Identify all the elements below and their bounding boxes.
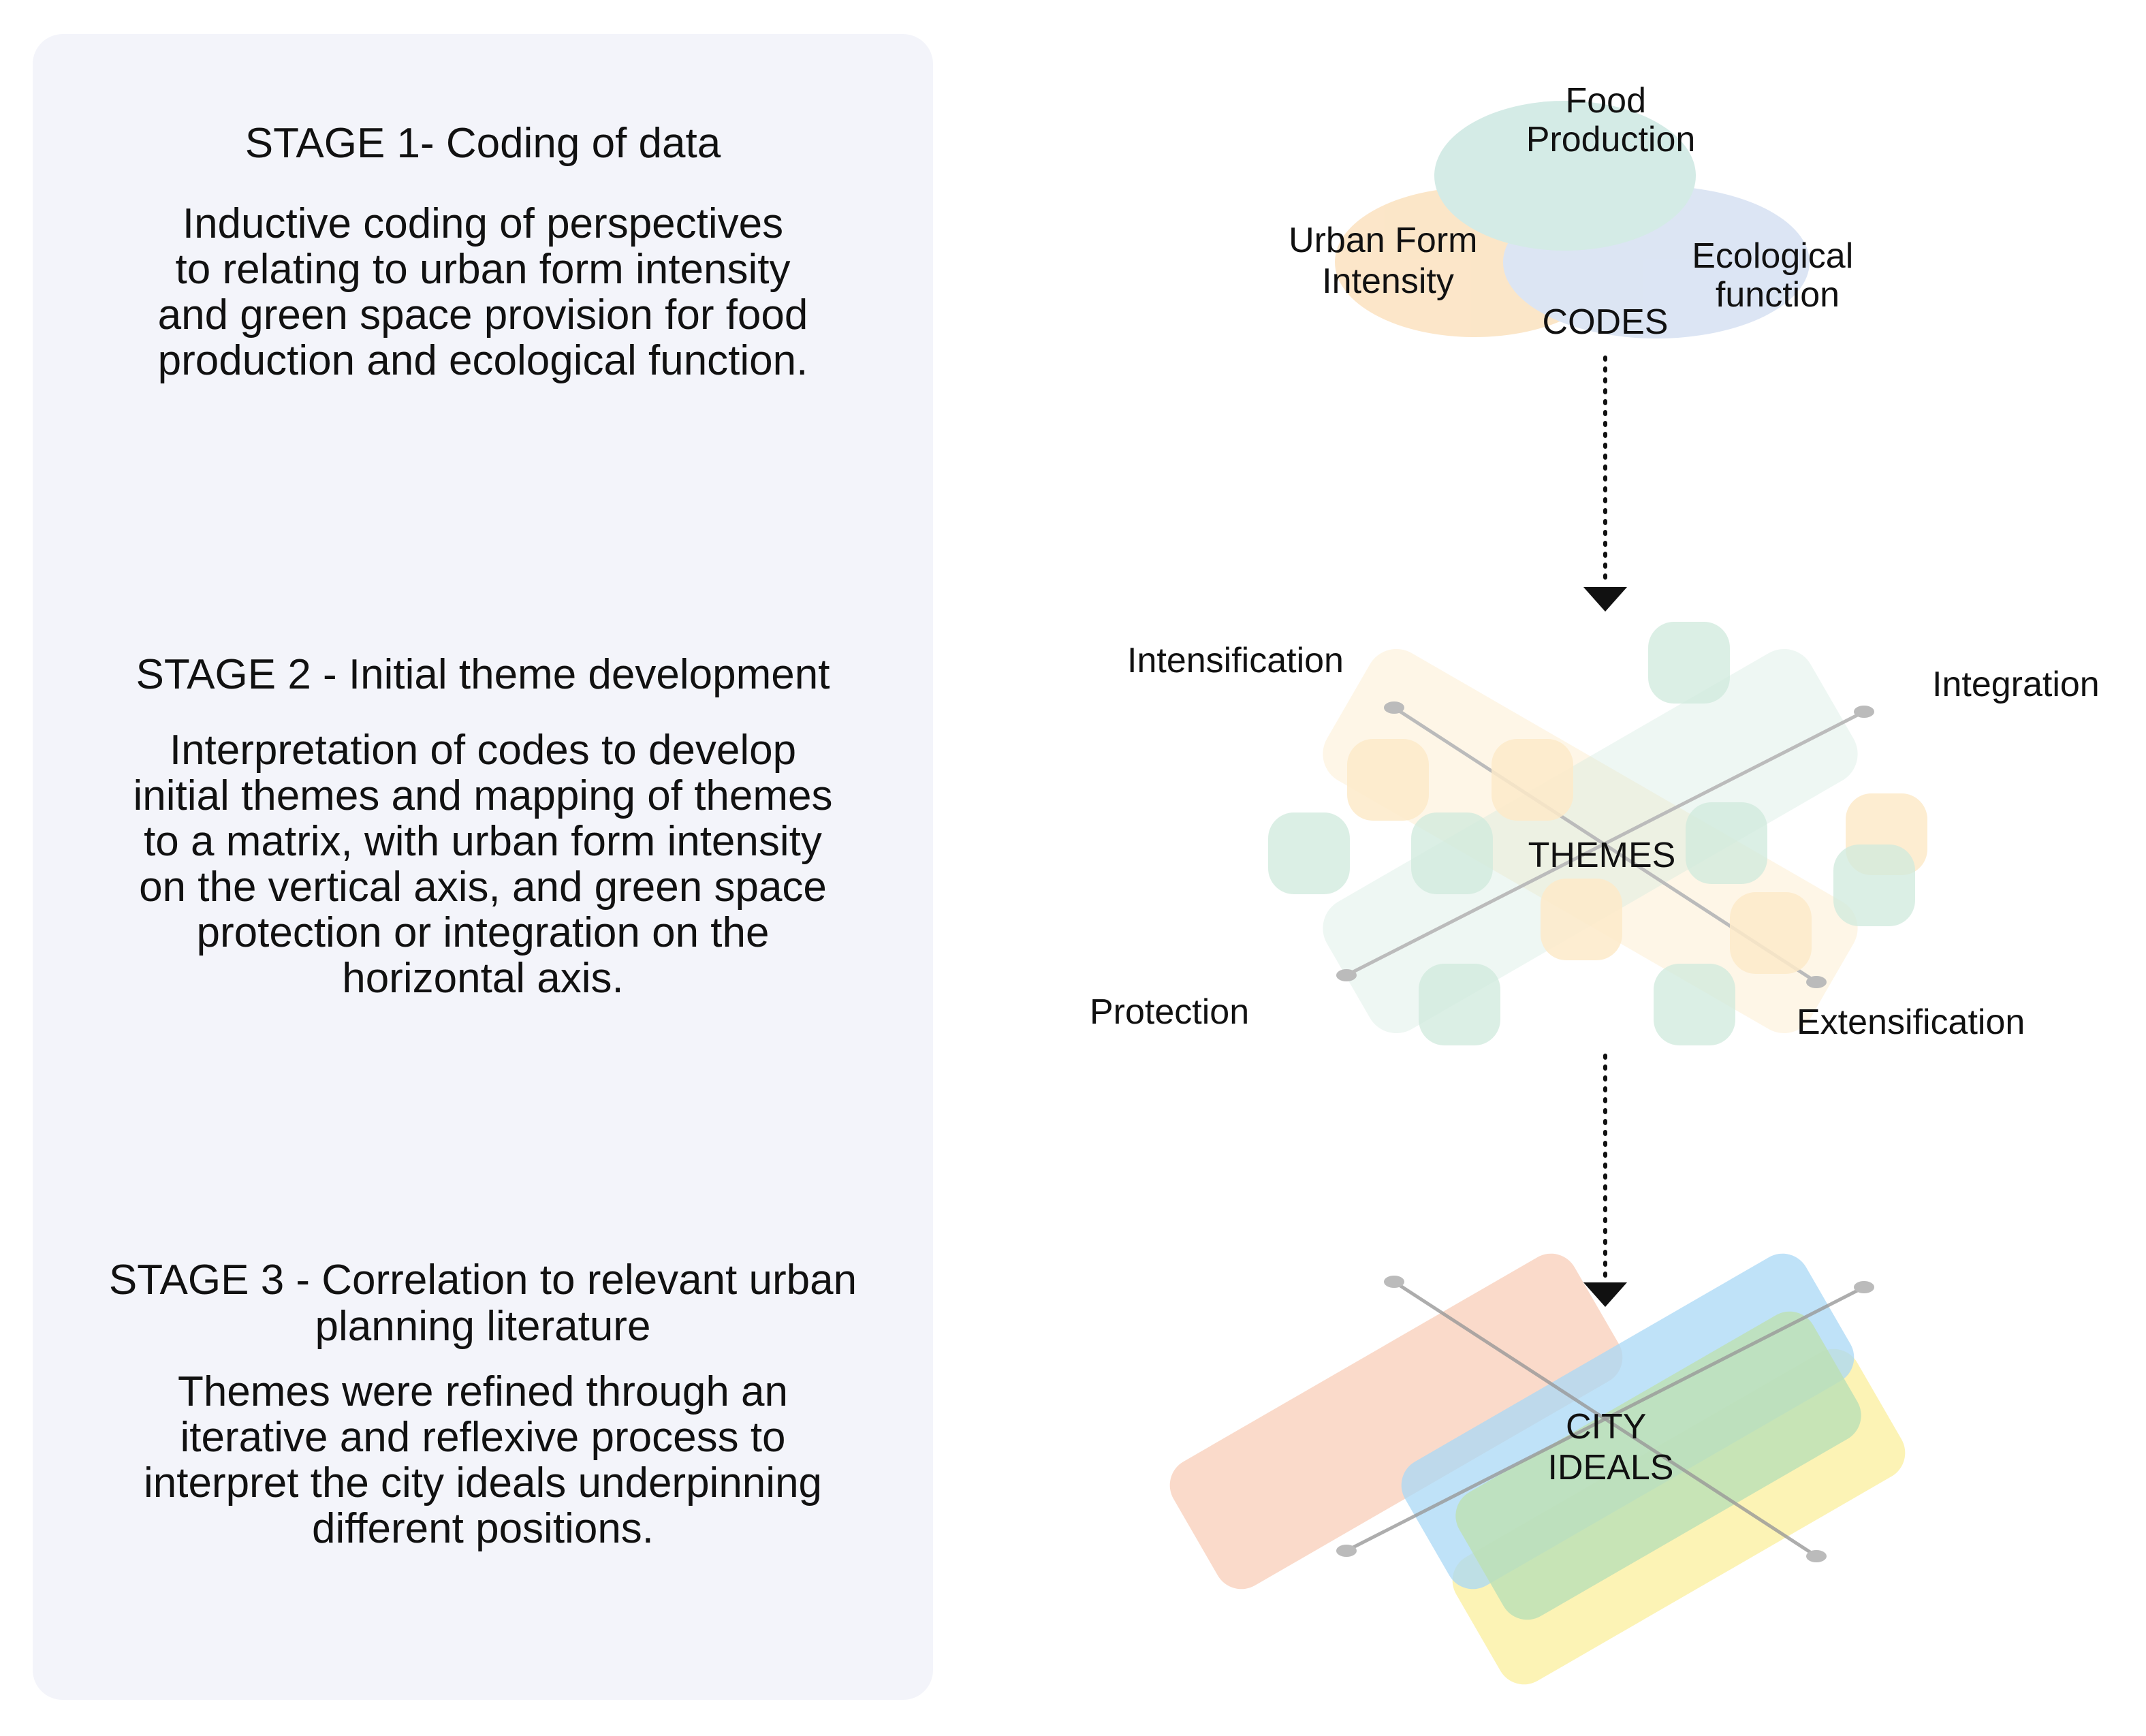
stage-3-line: Themes were refined through an <box>177 1368 789 1415</box>
stage-3-line: interpret the city ideals underpinning <box>143 1459 823 1506</box>
ecological-function-line: function <box>1716 275 1840 315</box>
stage-panel: STAGE 1- Coding of data Inductive coding… <box>33 34 933 1700</box>
stage-1-line: Inductive coding of perspectives <box>182 200 784 247</box>
axis-end-node <box>1854 706 1874 718</box>
urban-form-label: Urban Form Intensity <box>1289 221 1487 301</box>
stage-2-line: horizontal axis. <box>342 955 624 1002</box>
axis-end-node <box>1806 976 1827 988</box>
codes-venn <box>1335 101 1810 338</box>
stage-3-title-line: STAGE 3 - Correlation to relevant urban <box>108 1257 857 1304</box>
axis-end-node <box>1854 1281 1874 1293</box>
integration-label: Integration <box>1932 665 2100 704</box>
axis-end-node <box>1806 1550 1827 1562</box>
food-production-label: Food Production <box>1526 81 1696 159</box>
urban-form-line: Intensity <box>1322 262 1454 301</box>
stage-2-description: Interpretation of codes to develop initi… <box>87 727 879 1001</box>
themes-matrix <box>1268 622 1927 1045</box>
stage-3-title-line: planning literature <box>315 1303 651 1350</box>
stage-3-title: STAGE 3 - Correlation to relevant urban … <box>33 1257 933 1350</box>
axis-end-node <box>1336 969 1357 981</box>
arrow-down-icon <box>1583 1282 1627 1307</box>
theme-tile-green <box>1833 845 1915 926</box>
theme-tile-green <box>1686 802 1767 884</box>
arrow-down-icon <box>1583 587 1627 612</box>
stage-1-line: to relating to urban form intensity <box>175 246 791 293</box>
food-production-line: Food <box>1566 81 1647 121</box>
theme-tile-green <box>1648 622 1730 704</box>
city-ideals-line: IDEALS <box>1548 1448 1674 1487</box>
stage-3-description: Themes were refined through an iterative… <box>87 1369 879 1551</box>
themes-label: THEMES <box>1528 836 1676 875</box>
food-production-circle <box>1434 101 1696 251</box>
ecological-function-label: Ecological function <box>1692 236 1863 315</box>
stage-2-title-line: STAGE 2 - Initial theme development <box>136 651 830 698</box>
food-production-line: Production <box>1526 120 1696 159</box>
stage-1-line: production and ecological function. <box>157 337 808 384</box>
stage-3-line: different positions. <box>311 1505 654 1552</box>
stage-2-line: on the vertical axis, and green space <box>139 864 827 911</box>
integration-band <box>1323 648 1858 1034</box>
city-ideals-label: CITY IDEALS <box>1548 1407 1674 1487</box>
stage-2-line: to a matrix, with urban form intensity <box>144 818 822 865</box>
codes-label: CODES <box>1543 302 1669 342</box>
city-ideals-layers <box>1169 1253 1906 1685</box>
axis-end-node <box>1384 1276 1404 1288</box>
ideal-layer-red <box>1169 1253 1623 1590</box>
stage-2-title: STAGE 2 - Initial theme development <box>33 652 933 698</box>
stage-2-line: initial themes and mapping of themes <box>133 772 833 819</box>
theme-tile-warm <box>1347 739 1429 821</box>
stage-3-line: iterative and reflexive process to <box>180 1414 786 1461</box>
stage-2-line: protection or integration on the <box>196 909 770 956</box>
city-ideals-line: CITY <box>1566 1407 1646 1447</box>
theme-tile-green <box>1654 964 1735 1045</box>
axis-end-node <box>1384 701 1404 714</box>
stage-2-line: Interpretation of codes to develop <box>169 727 797 774</box>
theme-tile-green <box>1419 964 1500 1045</box>
stage-1-line: and green space provision for food <box>157 291 808 338</box>
theme-tile-green <box>1411 812 1493 894</box>
stage-1-title: STAGE 1- Coding of data <box>33 121 933 167</box>
green-space-axis <box>1345 1285 1865 1553</box>
stage-1-title-line: STAGE 1- Coding of data <box>244 120 721 167</box>
intensification-band <box>1323 648 1858 1034</box>
axis-end-node <box>1336 1545 1357 1557</box>
intensification-label: Intensification <box>1127 641 1344 680</box>
theme-tile-warm <box>1492 739 1573 821</box>
theme-tile-warm <box>1730 892 1812 974</box>
stage-1-description: Inductive coding of perspectives to rela… <box>87 201 879 383</box>
protection-label: Protection <box>1090 992 1249 1032</box>
ideal-layer-green <box>1455 1311 1861 1620</box>
green-space-axis <box>1345 710 1865 977</box>
theme-tile-green <box>1268 812 1350 894</box>
theme-tile-warm <box>1541 879 1622 960</box>
ecological-function-line: Ecological <box>1692 236 1853 276</box>
urban-form-line: Urban Form <box>1289 221 1477 260</box>
extensification-label: Extensification <box>1797 1003 2025 1042</box>
